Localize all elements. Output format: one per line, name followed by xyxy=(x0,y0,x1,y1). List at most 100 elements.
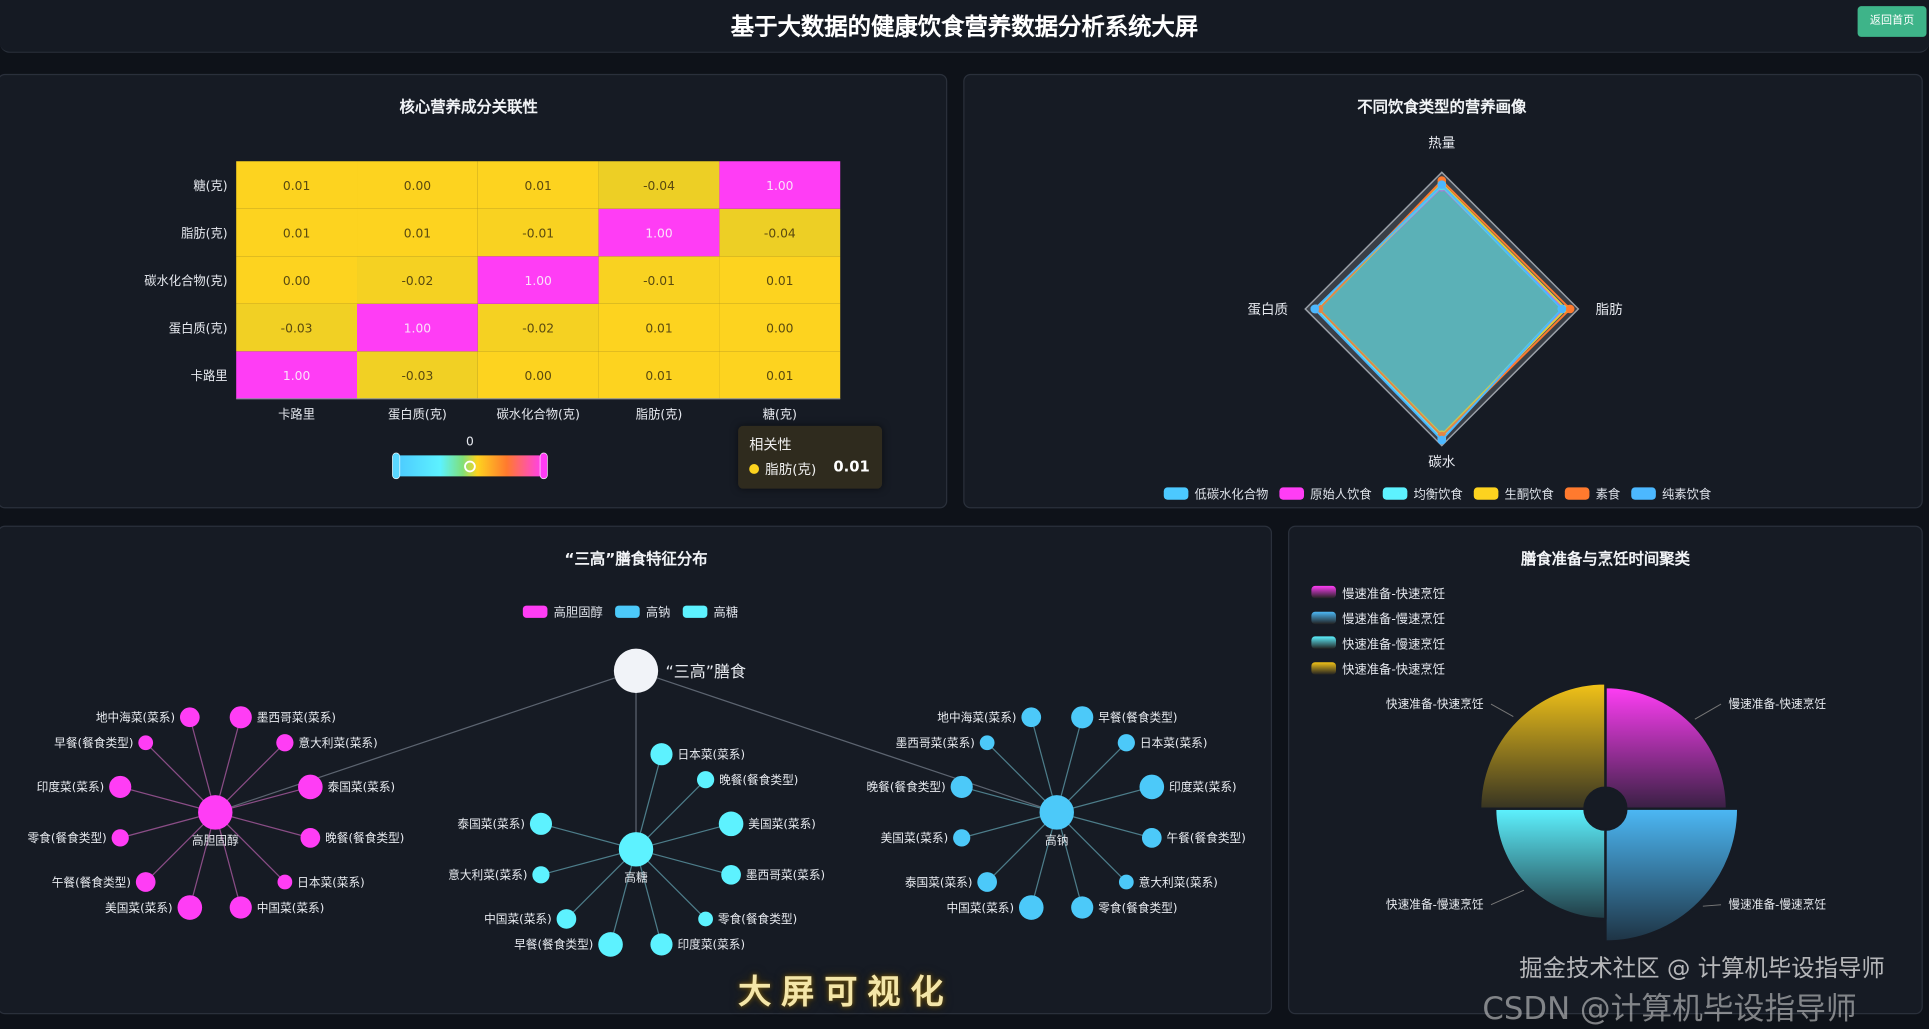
graph-node[interactable] xyxy=(300,828,321,848)
graph-node[interactable] xyxy=(1071,896,1094,919)
graph-node[interactable] xyxy=(1071,706,1094,729)
legend-item[interactable]: 快速准备-快速烹饪 xyxy=(1311,655,1445,680)
legend-item[interactable]: 高糖 xyxy=(682,602,738,620)
graph-node[interactable] xyxy=(138,735,154,751)
graph-node[interactable] xyxy=(229,896,252,919)
graph-node[interactable] xyxy=(696,771,715,789)
legend-item[interactable]: 高胆固醇 xyxy=(522,602,603,620)
graph-node[interactable] xyxy=(650,933,673,956)
graph-node[interactable] xyxy=(1018,895,1044,920)
radar-point xyxy=(1437,435,1447,445)
graph-center-node[interactable] xyxy=(613,648,659,693)
graph-node[interactable] xyxy=(1039,795,1074,830)
radar-point xyxy=(1557,304,1567,314)
legend-item[interactable]: 慢速准备-快速烹饪 xyxy=(1311,580,1445,605)
graph-node[interactable] xyxy=(229,706,252,729)
legend-item[interactable]: 高钠 xyxy=(615,602,670,620)
legend-swatch xyxy=(1473,486,1499,500)
graph-node[interactable] xyxy=(111,829,129,847)
legend-item[interactable]: 慢速准备-慢速烹饪 xyxy=(1311,605,1445,630)
graph-node-label: 墨西哥菜(菜系) xyxy=(896,736,975,750)
legend-item[interactable]: 快速准备-慢速烹饪 xyxy=(1311,630,1445,655)
legend-item[interactable]: 均衡饮食 xyxy=(1382,484,1463,503)
graph-node-label: 日本菜(菜系) xyxy=(677,748,745,762)
graph-node[interactable] xyxy=(698,911,713,927)
graph-node[interactable] xyxy=(1118,874,1134,890)
graph-node-label: 高钠 xyxy=(1045,833,1068,847)
graph-node[interactable] xyxy=(598,932,623,957)
graph-node-label: 中国菜(菜系) xyxy=(257,901,325,915)
graph-node[interactable] xyxy=(650,743,673,766)
legend-item[interactable]: 低碳水化合物 xyxy=(1163,484,1268,502)
legend-item[interactable]: 纯素饮食 xyxy=(1631,484,1711,502)
heatmap-cell xyxy=(719,351,841,399)
x-axis-label: 卡路里 xyxy=(278,407,315,422)
graph-node[interactable] xyxy=(556,909,577,929)
legend-swatch xyxy=(1279,486,1305,500)
graph-node-label: 泰国菜(菜系) xyxy=(328,780,396,794)
graph-node[interactable] xyxy=(109,775,132,798)
legend-swatch xyxy=(1311,661,1336,675)
heatmap-cell xyxy=(598,256,720,304)
legend-swatch xyxy=(682,604,708,618)
rose-slice[interactable] xyxy=(1604,685,1729,810)
overlay-watermark: 大屏可视化 xyxy=(738,973,954,1012)
graph-node[interactable] xyxy=(618,832,654,867)
graph-node[interactable] xyxy=(179,707,200,728)
legend-swatch xyxy=(1311,636,1336,649)
graph-node[interactable] xyxy=(298,774,323,800)
rose-legend: 慢速准备-快速烹饪慢速准备-慢速烹饪快速准备-慢速烹饪快速准备-快速烹饪 xyxy=(1311,580,1445,681)
legend-label: 高钠 xyxy=(645,606,671,621)
visual-map-handle-right[interactable] xyxy=(539,452,548,480)
graph-node[interactable] xyxy=(532,866,550,884)
heatmap-cell-label: 0.01 xyxy=(766,369,793,383)
graph-node[interactable] xyxy=(950,775,973,798)
legend-item[interactable]: 生酮饮食 xyxy=(1473,484,1554,503)
graph-node[interactable] xyxy=(1117,734,1135,752)
graph-node[interactable] xyxy=(276,734,294,752)
heatmap-cell xyxy=(598,303,720,352)
rose-label-line xyxy=(1702,904,1722,907)
legend-item[interactable]: 原始人饮食 xyxy=(1279,484,1372,502)
graph-node[interactable] xyxy=(979,735,995,751)
legend-label: 均衡饮食 xyxy=(1413,488,1463,503)
graph-node-label: 地中海菜(菜系) xyxy=(96,711,175,725)
graph-node-label: 日本菜(菜系) xyxy=(1140,736,1208,750)
visual-map-handle-left[interactable] xyxy=(392,452,401,480)
graph-node[interactable] xyxy=(198,795,233,830)
legend-label: 快速准备-慢速烹饪 xyxy=(1342,638,1446,653)
tooltip-series-name: 脂肪(克) xyxy=(765,461,817,478)
graph-node[interactable] xyxy=(135,872,156,892)
graph-node[interactable] xyxy=(177,895,203,920)
legend-label: 生酮饮食 xyxy=(1504,488,1554,503)
radar-indicator-label: 蛋白质 xyxy=(1247,302,1288,318)
home-button[interactable]: 返回首页 xyxy=(1857,6,1927,37)
rose-label-line xyxy=(1490,703,1514,717)
graph-node[interactable] xyxy=(977,872,997,892)
rose-slice[interactable] xyxy=(1493,807,1607,921)
heatmap-tooltip: 相关性 脂肪(克) 0.01 xyxy=(738,425,883,489)
graph-node[interactable] xyxy=(1021,707,1042,728)
rose-slice-label: 快速准备-慢速烹饪 xyxy=(1386,897,1484,911)
graph-node[interactable] xyxy=(718,811,744,837)
legend-swatch xyxy=(1631,486,1656,500)
rose-slice[interactable] xyxy=(1478,682,1607,810)
rose-slice[interactable] xyxy=(1604,807,1740,943)
visual-map-value: 0 xyxy=(466,435,474,449)
graph-node[interactable] xyxy=(1139,774,1165,800)
heatmap-cell xyxy=(477,161,599,209)
graph-node[interactable] xyxy=(721,864,741,885)
heatmap-cell-label: -0.04 xyxy=(764,226,796,240)
graph-node[interactable] xyxy=(953,829,971,847)
y-axis-label: 蛋白质(克) xyxy=(169,320,228,335)
y-axis-label: 碳水化合物(克) xyxy=(144,273,227,288)
legend-item[interactable]: 素食 xyxy=(1564,484,1620,502)
radar-indicator-label: 脂肪 xyxy=(1596,302,1623,318)
graph-node[interactable] xyxy=(1141,828,1162,848)
heatmap-cell xyxy=(236,208,358,257)
heatmap-cell-label: 0.00 xyxy=(404,179,431,193)
graph-node[interactable] xyxy=(277,874,293,890)
graph-node-label: 印度菜(菜系) xyxy=(677,938,745,952)
graph-node[interactable] xyxy=(529,812,553,835)
radar-series-area xyxy=(1313,183,1564,442)
